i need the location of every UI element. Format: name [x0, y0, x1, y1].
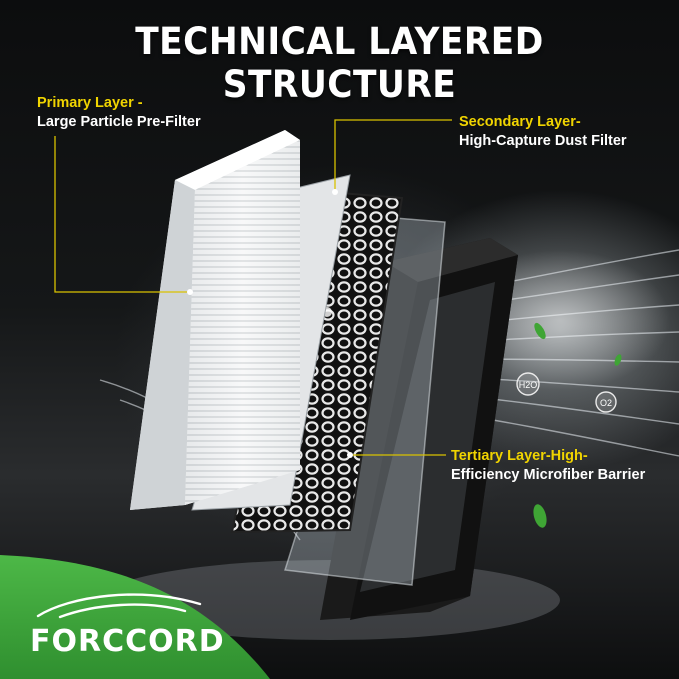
callout-leader-lines [54, 119, 452, 456]
callout-secondary-layer: Secondary Layer- High-Capture Dust Filte… [459, 113, 627, 151]
callout-primary-layer: Primary Layer - Large Particle Pre-Filte… [37, 94, 201, 132]
callout-dots [187, 189, 353, 458]
callout-tertiary-title: Tertiary Layer-High- [451, 448, 588, 464]
callout-secondary-subtitle: High-Capture Dust Filter [459, 133, 627, 149]
footer-wave [0, 555, 270, 679]
oxygen-molecule-label: O2 [600, 398, 612, 408]
brand-logo-text: FORCCORD [30, 624, 225, 659]
pleated-prefilter [130, 130, 300, 510]
oxygen-molecule-icon: O2 [595, 391, 617, 413]
filter-frame [320, 238, 518, 620]
callout-secondary-title: Secondary Layer- [459, 114, 581, 130]
callout-tertiary-layer: Tertiary Layer-High- Efficiency Microfib… [451, 447, 645, 485]
leaf-icons [533, 322, 622, 528]
callout-primary-title: Primary Layer - [37, 95, 143, 111]
water-molecule-icon: H2O [516, 372, 540, 396]
page-title: TECHNICAL LAYERED STRUCTURE [135, 20, 544, 106]
callout-tertiary-subtitle: Efficiency Microfiber Barrier [451, 467, 646, 483]
water-molecule-label: H2O [519, 380, 538, 390]
car-logo-icon [36, 593, 202, 619]
callout-primary-subtitle: Large Particle Pre-Filter [37, 114, 201, 130]
